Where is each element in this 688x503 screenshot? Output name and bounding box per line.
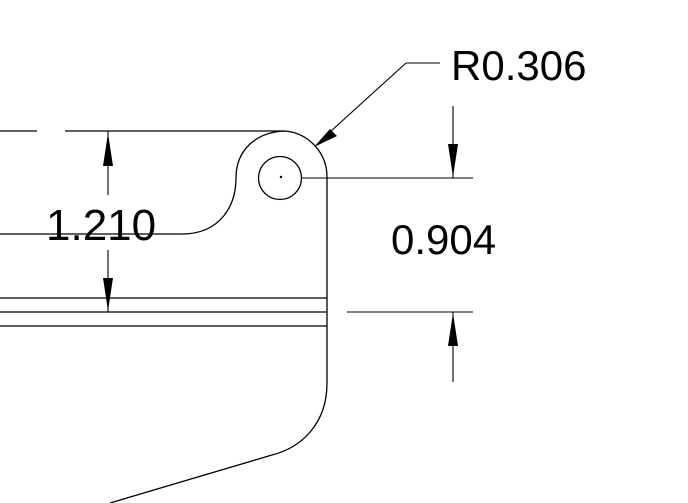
height-arrow-bottom	[103, 278, 113, 311]
radius-leader-diagonal	[329, 62, 407, 133]
offset-dimension: 0.904	[302, 106, 496, 382]
inner-fillet	[0, 130, 286, 235]
radius-arrowhead	[314, 129, 337, 147]
offset-arrow-top	[448, 144, 458, 177]
height-dimension: 1.210	[46, 131, 156, 312]
sloped-bottom-edge	[109, 454, 273, 503]
hole-center-mark	[279, 175, 283, 179]
height-arrow-top	[103, 133, 113, 166]
bottom-right-fillet	[271, 382, 328, 456]
height-label: 1.210	[46, 201, 156, 250]
radius-dimension: R0.306	[314, 42, 586, 147]
offset-arrow-bottom	[448, 313, 458, 346]
offset-label: 0.904	[391, 216, 496, 263]
pivot-hole	[257, 155, 303, 201]
part-outline	[0, 130, 328, 503]
radius-label: R0.306	[451, 42, 586, 89]
lug-outer-arc	[284, 130, 328, 178]
